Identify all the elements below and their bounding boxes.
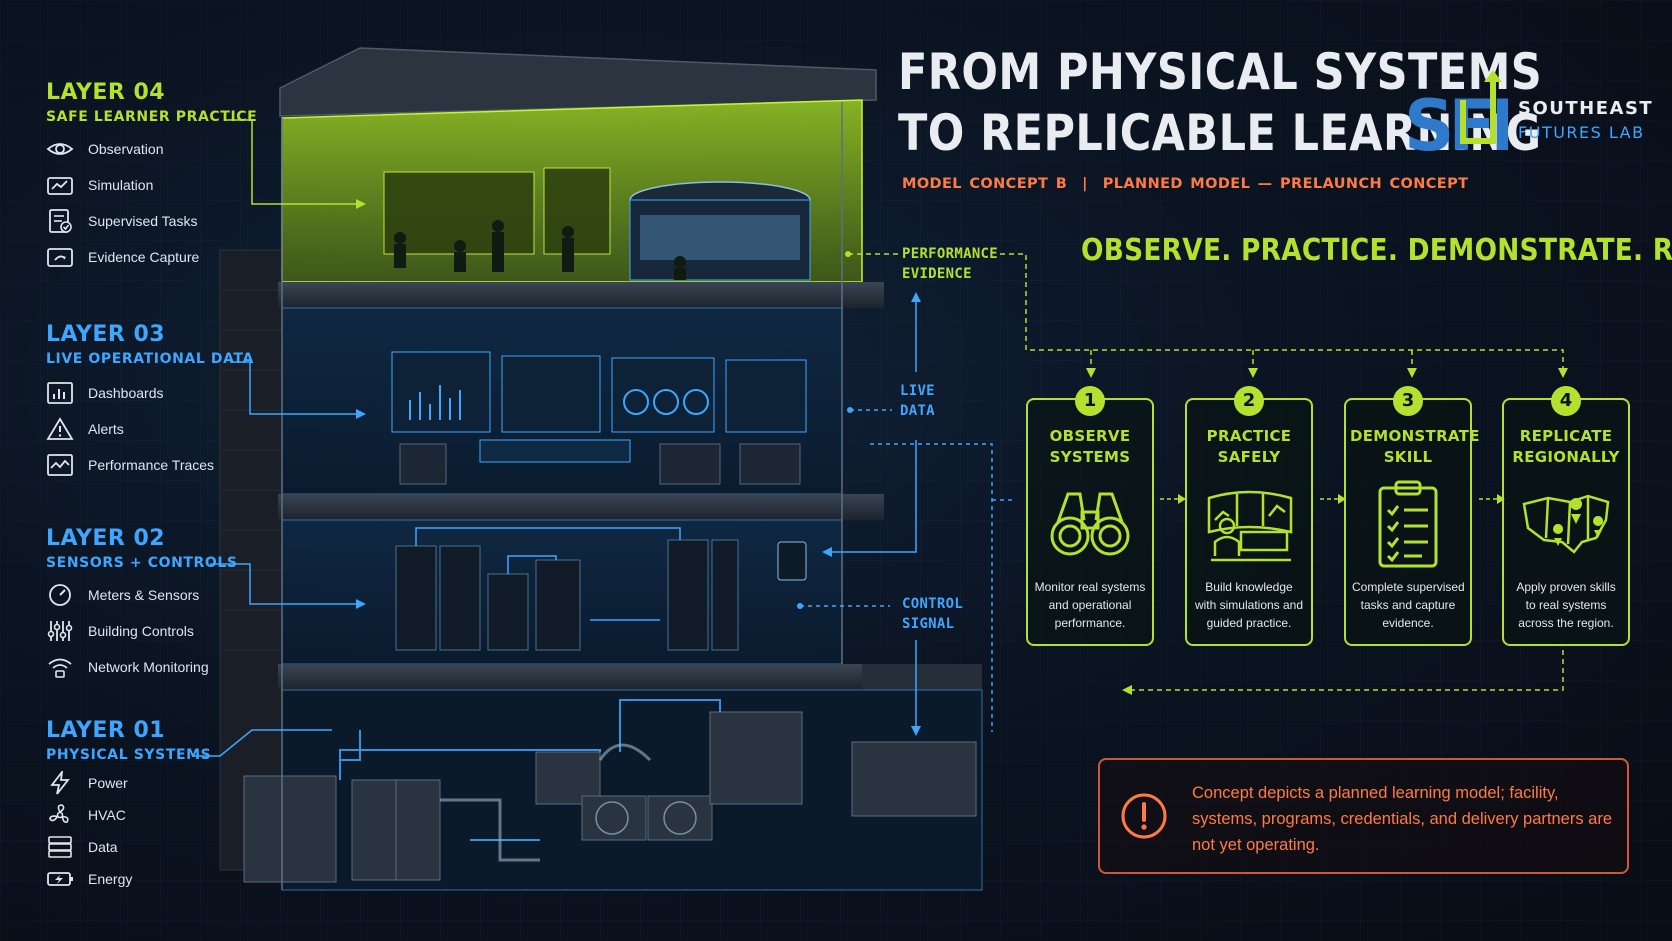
step-number: 2	[1234, 386, 1264, 416]
alert-icon	[46, 417, 74, 440]
brand-name: SOUTHEAST	[1518, 98, 1654, 119]
sliders-icon	[47, 621, 73, 641]
bolt-icon	[50, 771, 70, 795]
server-icon	[48, 836, 72, 858]
binoculars-icon	[1050, 492, 1130, 556]
step-number: 1	[1075, 386, 1105, 416]
legend-label: HVAC	[88, 807, 126, 823]
layer-01-subtitle: PHYSICAL SYSTEMS	[46, 747, 212, 763]
legend-label: Power	[88, 775, 128, 791]
legend-label: Data	[88, 839, 118, 855]
bar-chart-icon	[47, 382, 73, 404]
step-description: Apply proven skills to real systems acro…	[1516, 580, 1616, 630]
step-number: 4	[1551, 386, 1581, 416]
building-side-wall	[219, 249, 283, 871]
step-title: PRACTICE SAFELY	[1206, 427, 1292, 466]
warning-icon	[1121, 793, 1167, 839]
legend-label: Simulation	[88, 177, 154, 193]
legend-label: Network Monitoring	[88, 659, 209, 675]
trace-icon	[47, 454, 73, 476]
workstation-icon	[1207, 490, 1293, 562]
layer-02-subtitle: SENSORS + CONTROLS	[46, 555, 238, 571]
layer-02-legend: LAYER 02 SENSORS + CONTROLS Meters & Sen…	[46, 526, 238, 685]
page-subtitle: MODEL CONCEPT B | PLANNED MODEL — PRELAU…	[902, 176, 1469, 192]
layer-04-title: LAYER 04	[46, 80, 166, 105]
title-line-1: FROM PHYSICAL SYSTEMS	[898, 43, 1543, 101]
eye-icon	[46, 143, 74, 155]
layer-01-legend: LAYER 01 PHYSICAL SYSTEMS Power HVAC Dat…	[46, 718, 211, 895]
layer-03-subtitle: LIVE OPERATIONAL DATA	[46, 351, 254, 367]
legend-item-dashboards: Dashboards	[46, 375, 254, 411]
clipboard-icon	[1378, 480, 1438, 568]
legend-label: Energy	[88, 871, 133, 887]
legend-item-meters-sensors: Meters & Sensors	[46, 577, 238, 613]
legend-item-evidence-capture: Evidence Capture	[46, 239, 257, 275]
step-number: 3	[1393, 386, 1423, 416]
tagline: OBSERVE. PRACTICE. DEMONSTRATE. REPLICAT…	[1081, 233, 1672, 268]
legend-item-network-monitoring: Network Monitoring	[46, 649, 238, 685]
step-replicate: 4 REPLICATE REGIONALLY Apply proven skil…	[1502, 386, 1630, 646]
legend-label: Observation	[88, 141, 164, 157]
legend-label: Evidence Capture	[88, 249, 200, 265]
legend-item-power: Power	[46, 767, 211, 799]
layer-04-subtitle: SAFE LEARNER PRACTICE	[46, 109, 258, 125]
camera-icon	[47, 248, 73, 267]
legend-label: Building Controls	[88, 623, 194, 639]
disclaimer-text: Concept depicts a planned learning model…	[1192, 784, 1613, 854]
flow-label-control-signal: CONTROL SIGNAL	[902, 596, 964, 632]
legend-label: Alerts	[88, 421, 124, 437]
legend-item-supervised-tasks: Supervised Tasks	[46, 203, 257, 239]
step-description: Monitor real systems and operational per…	[1034, 580, 1146, 630]
legend-label: Performance Traces	[88, 457, 215, 473]
legend-item-hvac: HVAC	[46, 799, 211, 831]
step-description: Build knowledge with simulations and gui…	[1194, 580, 1304, 630]
layer-02-title: LAYER 02	[46, 526, 166, 551]
simulation-icon	[47, 177, 73, 195]
layer-04-legend: LAYER 04 SAFE LEARNER PRACTICE Observati…	[46, 80, 257, 275]
brand-logo: SFL	[1404, 70, 1508, 156]
layer-03-legend: LAYER 03 LIVE OPERATIONAL DATA Dashboard…	[46, 322, 254, 483]
title-line-2: TO REPLICABLE LEARNING	[898, 104, 1542, 162]
checklist-icon	[49, 209, 72, 233]
step-title: DEMONSTRATE SKILL	[1350, 427, 1480, 466]
battery-icon	[47, 872, 73, 886]
legend-item-alerts: Alerts	[46, 411, 254, 447]
building-roof	[279, 47, 877, 117]
leader-lines	[192, 119, 366, 757]
network-icon	[48, 658, 72, 678]
flow-label-live-data: LIVE DATA	[900, 383, 935, 419]
layer-03-title: LAYER 03	[46, 322, 166, 347]
flow-label-performance-evidence: PERFORMANCE EVIDENCE	[902, 246, 999, 282]
step-title: OBSERVE SYSTEMS	[1049, 427, 1131, 466]
legend-item-observation: Observation	[46, 131, 257, 167]
layer-01-title: LAYER 01	[46, 718, 166, 743]
page-title: FROM PHYSICAL SYSTEMS TO REPLICABLE LEAR…	[898, 42, 1542, 164]
legend-item-performance-traces: Performance Traces	[46, 447, 254, 483]
gauge-icon	[49, 584, 71, 606]
legend-label: Supervised Tasks	[88, 213, 198, 229]
legend-item-simulation: Simulation	[46, 167, 257, 203]
step-observe: 1 OBSERVE SYSTEMS Monitor real systems a…	[1026, 386, 1154, 646]
legend-item-data: Data	[46, 831, 211, 863]
legend-item-energy: Energy	[46, 863, 211, 895]
legend-label: Dashboards	[88, 385, 164, 401]
step-description: Complete supervised tasks and capture ev…	[1352, 580, 1465, 630]
map-icon	[1522, 494, 1610, 554]
legend-item-building-controls: Building Controls	[46, 613, 238, 649]
step-title: REPLICATE REGIONALLY	[1512, 427, 1620, 466]
brand-subname: FUTURES LAB	[1518, 123, 1645, 142]
step-demonstrate: 3 DEMONSTRATE SKILL Complete supervised …	[1344, 386, 1480, 646]
fan-icon	[49, 804, 69, 823]
disclaimer-box: Concept depicts a planned learning model…	[1098, 758, 1629, 874]
legend-label: Meters & Sensors	[88, 587, 200, 603]
step-practice: 2 PRACTICE SAFELY Build knowledge with s…	[1185, 386, 1313, 646]
